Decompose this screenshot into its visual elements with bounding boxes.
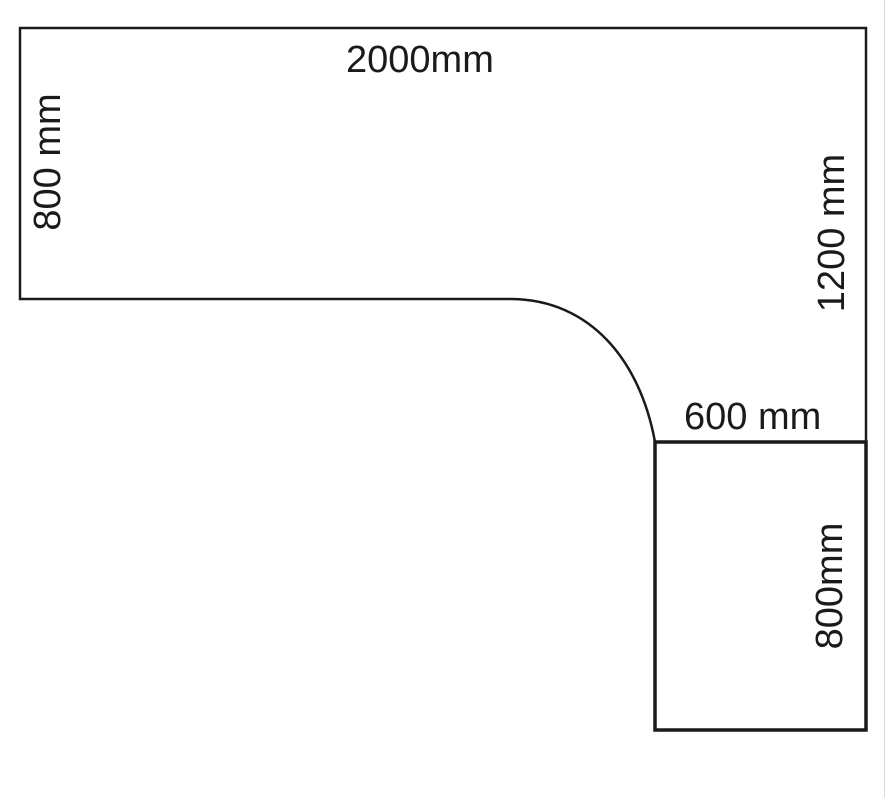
edge-rule bbox=[884, 0, 885, 798]
return-section-outline bbox=[653, 440, 868, 732]
right-depth-label: 1200 mm bbox=[811, 153, 853, 313]
desk-top-outline bbox=[18, 26, 868, 444]
top-width-label: 2000mm bbox=[346, 39, 494, 81]
left-depth-label: 800 mm bbox=[27, 93, 69, 231]
return-depth-label: 800mm bbox=[809, 522, 851, 650]
return-width-label: 600 mm bbox=[684, 396, 822, 438]
